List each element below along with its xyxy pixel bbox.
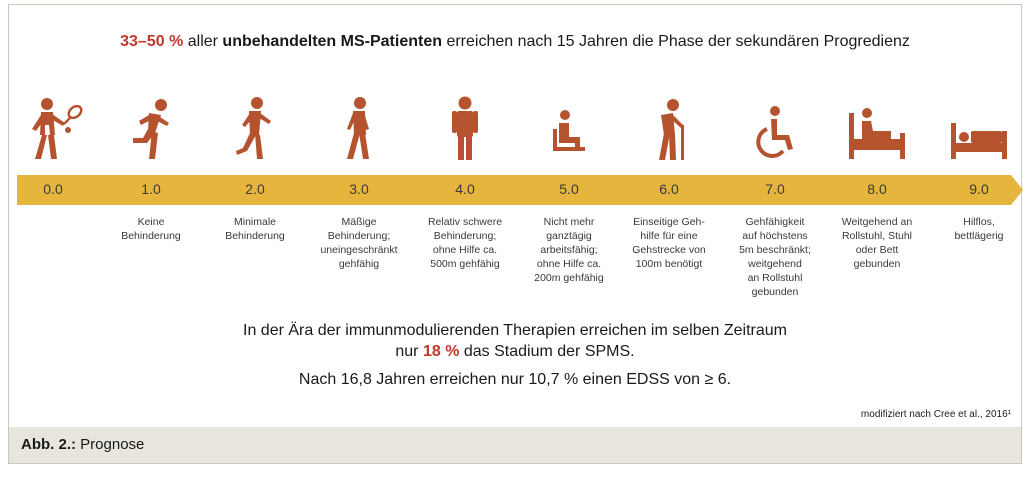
- description-line: Rollstuhl, Stuhl: [841, 230, 913, 242]
- description-line: 5m beschränkt;: [739, 244, 811, 256]
- headline-percent: 33–50 %: [120, 33, 184, 50]
- stage-description: Weitgehend an Rollstuhl, Stuhl oder Bett…: [827, 215, 927, 271]
- description-line: 500m gehfähig: [430, 258, 500, 270]
- description-line: gebunden: [751, 286, 799, 298]
- description-line: ganztägig: [546, 230, 592, 242]
- edss-score: 4.0: [455, 181, 475, 197]
- description-line: bettlägerig: [954, 230, 1004, 242]
- seated-person-icon: [539, 93, 599, 167]
- description-line: auf höchstens: [742, 230, 808, 242]
- icon-row: [9, 93, 1023, 167]
- description-line: Hilflos,: [963, 216, 995, 228]
- description-line: Weitgehend an: [841, 216, 913, 228]
- stage-description: Minimale Behinderung: [205, 215, 305, 243]
- stage-description: Hilflos, bettlägerig: [929, 215, 1029, 243]
- statement-line-3: Nach 16,8 Jahren erreichen nur 10,7 % ei…: [298, 371, 732, 388]
- description-line: Behinderung: [121, 230, 181, 242]
- description-line: arbeitsfähig;: [540, 244, 598, 256]
- description-line: Gehstrecke von: [632, 244, 706, 256]
- person-with-cane-icon: [639, 93, 699, 167]
- edss-score: 3.0: [349, 181, 369, 197]
- description-line: 200m gehfähig: [534, 272, 604, 284]
- stage-description: Keine Behinderung: [101, 215, 201, 243]
- description-line: gehfähig: [338, 258, 380, 270]
- description-line: 100m benötigt: [635, 258, 703, 270]
- description-line: Keine: [137, 216, 165, 228]
- headline: 33–50 % aller unbehandelten MS-Patienten…: [9, 33, 1021, 51]
- runner-icon: [121, 93, 181, 167]
- headline-text-1: aller: [183, 33, 223, 50]
- description-line: oder Bett: [855, 244, 899, 256]
- description-line: weitgehend: [748, 258, 802, 270]
- edss-score: 9.0: [969, 181, 989, 197]
- edss-score: 0.0: [43, 181, 63, 197]
- edss-score: 2.0: [245, 181, 265, 197]
- statement-line-2: nur 18 % das Stadium der SPMS.: [9, 341, 1021, 362]
- headline-text-2: erreichen nach 15 Jahren die Phase der s…: [442, 33, 910, 50]
- description-line: Behinderung;: [327, 230, 391, 242]
- description-line: Nicht mehr: [543, 216, 595, 228]
- edss-scale-bar: [17, 175, 1023, 205]
- source-citation: modifiziert nach Cree et al., 2016¹: [860, 409, 1011, 420]
- caption-label: Abb. 2.:: [21, 436, 76, 453]
- edss-score: 6.0: [659, 181, 679, 197]
- statement-percent: 18 %: [422, 343, 460, 360]
- headline-bold: unbehandelten MS-Patienten: [222, 33, 442, 50]
- stage-description: Gehfähigkeit auf höchstens 5m beschränkt…: [725, 215, 825, 299]
- caption-bar: Abb. 2.: Prognose: [9, 427, 1021, 463]
- stage-description: Relativ schwere Behinderung; ohne Hilfe …: [415, 215, 515, 271]
- tennis-player-icon: [23, 93, 83, 167]
- stage-description: Mäßige Behinderung; uneingeschränkt gehf…: [309, 215, 409, 271]
- stage-description: Nicht mehr ganztägig arbeitsfähig; ohne …: [519, 215, 619, 285]
- description-line: gebunden: [853, 258, 901, 270]
- caption-text: Prognose: [76, 436, 145, 453]
- description-line: ohne Hilfe ca.: [432, 244, 498, 256]
- edss-score: 5.0: [559, 181, 579, 197]
- description-line: Relativ schwere: [427, 216, 503, 228]
- statement-line-1: In der Ära der immunmodulierenden Therap…: [243, 322, 787, 339]
- edss-score: 7.0: [765, 181, 785, 197]
- description-line: Einseitige Geh-: [633, 216, 705, 228]
- description-line: Behinderung;: [433, 230, 497, 242]
- wheelchair-icon: [745, 93, 805, 167]
- jogger-icon: [225, 93, 285, 167]
- description-line: an Rollstuhl: [747, 272, 803, 284]
- standing-person-icon: [435, 93, 495, 167]
- description-line: Gehfähigkeit: [745, 216, 805, 228]
- stage-description: Einseitige Geh- hilfe für eine Gehstreck…: [619, 215, 719, 271]
- person-sitting-in-bed-icon: [847, 93, 907, 167]
- description-line: Minimale: [233, 216, 276, 228]
- edss-score: 8.0: [867, 181, 887, 197]
- bedridden-icon: [949, 93, 1009, 167]
- description-line: uneingeschränkt: [320, 244, 398, 256]
- description-line: hilfe für eine: [640, 230, 698, 242]
- walker-icon: [329, 93, 389, 167]
- description-line: ohne Hilfe ca.: [536, 258, 602, 270]
- description-line: Mäßige: [341, 216, 377, 228]
- description-line: Behinderung: [225, 230, 285, 242]
- edss-score: 1.0: [141, 181, 161, 197]
- figure-frame: 33–50 % aller unbehandelten MS-Patienten…: [8, 4, 1023, 464]
- statement-text: das Stadium der SPMS.: [459, 343, 635, 360]
- statement-text: nur: [395, 343, 423, 360]
